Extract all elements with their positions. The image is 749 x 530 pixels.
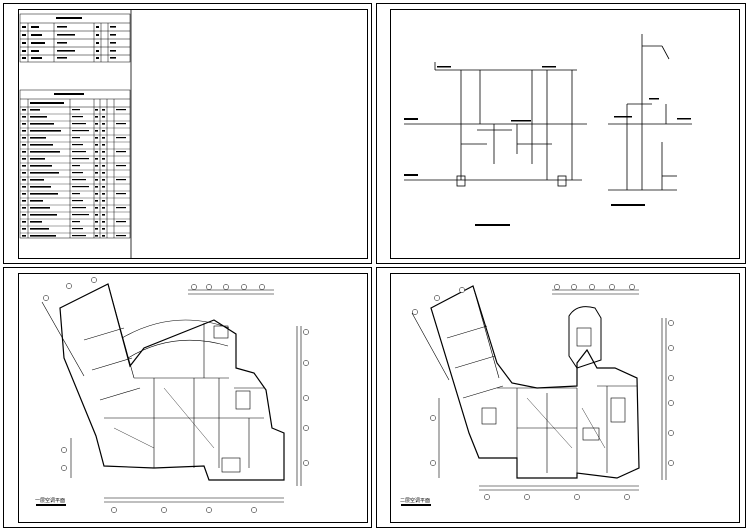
riser-sheet-frame: [390, 9, 740, 259]
riser-sheet[interactable]: [376, 3, 746, 264]
floor1-sheet-frame: [18, 273, 368, 523]
floor1-plan-drawing: [36, 277, 309, 513]
floor1-title-underline: [36, 504, 66, 506]
legend-sheet-frame: [18, 9, 368, 259]
floor2-title-underline: [401, 504, 431, 506]
legend-tables-drawing: [19, 10, 132, 258]
floor1-sheet[interactable]: 一层空调平面: [3, 267, 372, 528]
floor2-sheet[interactable]: 二层空调平面: [376, 267, 746, 528]
floor2-caption: 二层空调平面: [400, 498, 431, 504]
legend-sheet[interactable]: [3, 3, 372, 264]
riser-diagram-drawing: [404, 34, 692, 226]
floor1-caption: 一层空调平面: [35, 498, 66, 504]
floor2-sheet-frame: [390, 273, 740, 523]
floor2-plan-drawing: [401, 284, 674, 506]
